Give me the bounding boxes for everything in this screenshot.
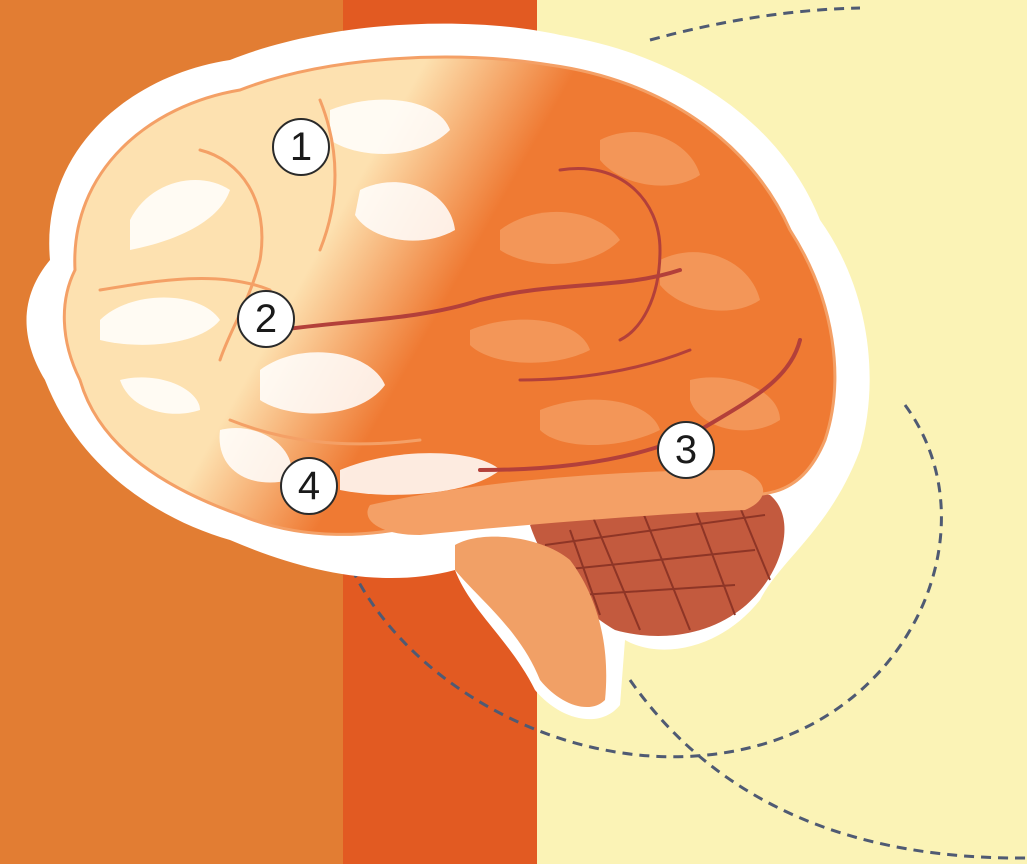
marker-3: 3 (657, 421, 715, 479)
marker-label: 4 (298, 466, 320, 506)
marker-label: 3 (675, 430, 697, 470)
dashed-arc-bottom (630, 680, 1027, 858)
marker-1: 1 (272, 118, 330, 176)
marker-2: 2 (237, 290, 295, 348)
marker-label: 1 (290, 127, 312, 167)
marker-label: 2 (255, 299, 277, 339)
dashed-arc-top (650, 8, 860, 40)
marker-4: 4 (280, 457, 338, 515)
